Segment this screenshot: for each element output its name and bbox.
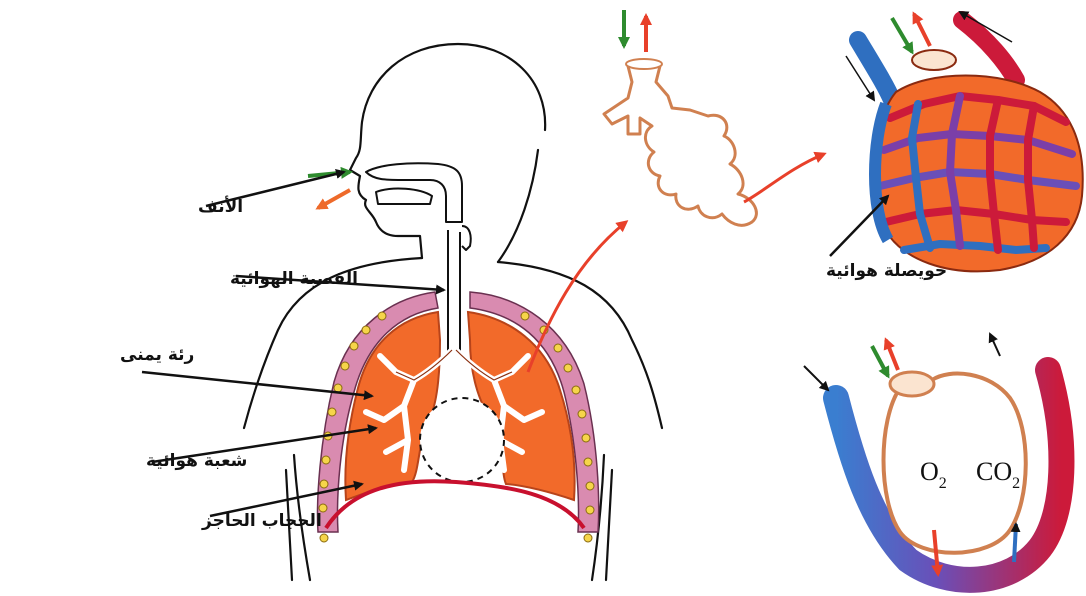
label-bronchiole: شعبة هوائية	[146, 451, 247, 471]
carbon-dioxide-label: CO2	[976, 457, 1020, 492]
label-alveolus: حويصلة هوائية	[826, 261, 947, 281]
alveolus-capillary-network	[846, 12, 1083, 271]
nose-air-arrows	[308, 172, 350, 208]
oxygen-label: O2	[920, 457, 947, 492]
lungs	[318, 236, 599, 542]
label-diaphragm: الحجاب الحاجز	[201, 511, 322, 531]
label-trachea: القصبة الهوائية	[230, 269, 358, 289]
arrow-lung-to-bronchiole	[528, 222, 626, 372]
trachea	[448, 236, 460, 350]
bronchiole-cluster	[604, 10, 824, 225]
heart-outline	[420, 398, 504, 482]
label-right-lung: رئة يمنى	[120, 345, 194, 365]
label-nose: الأنف	[198, 196, 243, 217]
